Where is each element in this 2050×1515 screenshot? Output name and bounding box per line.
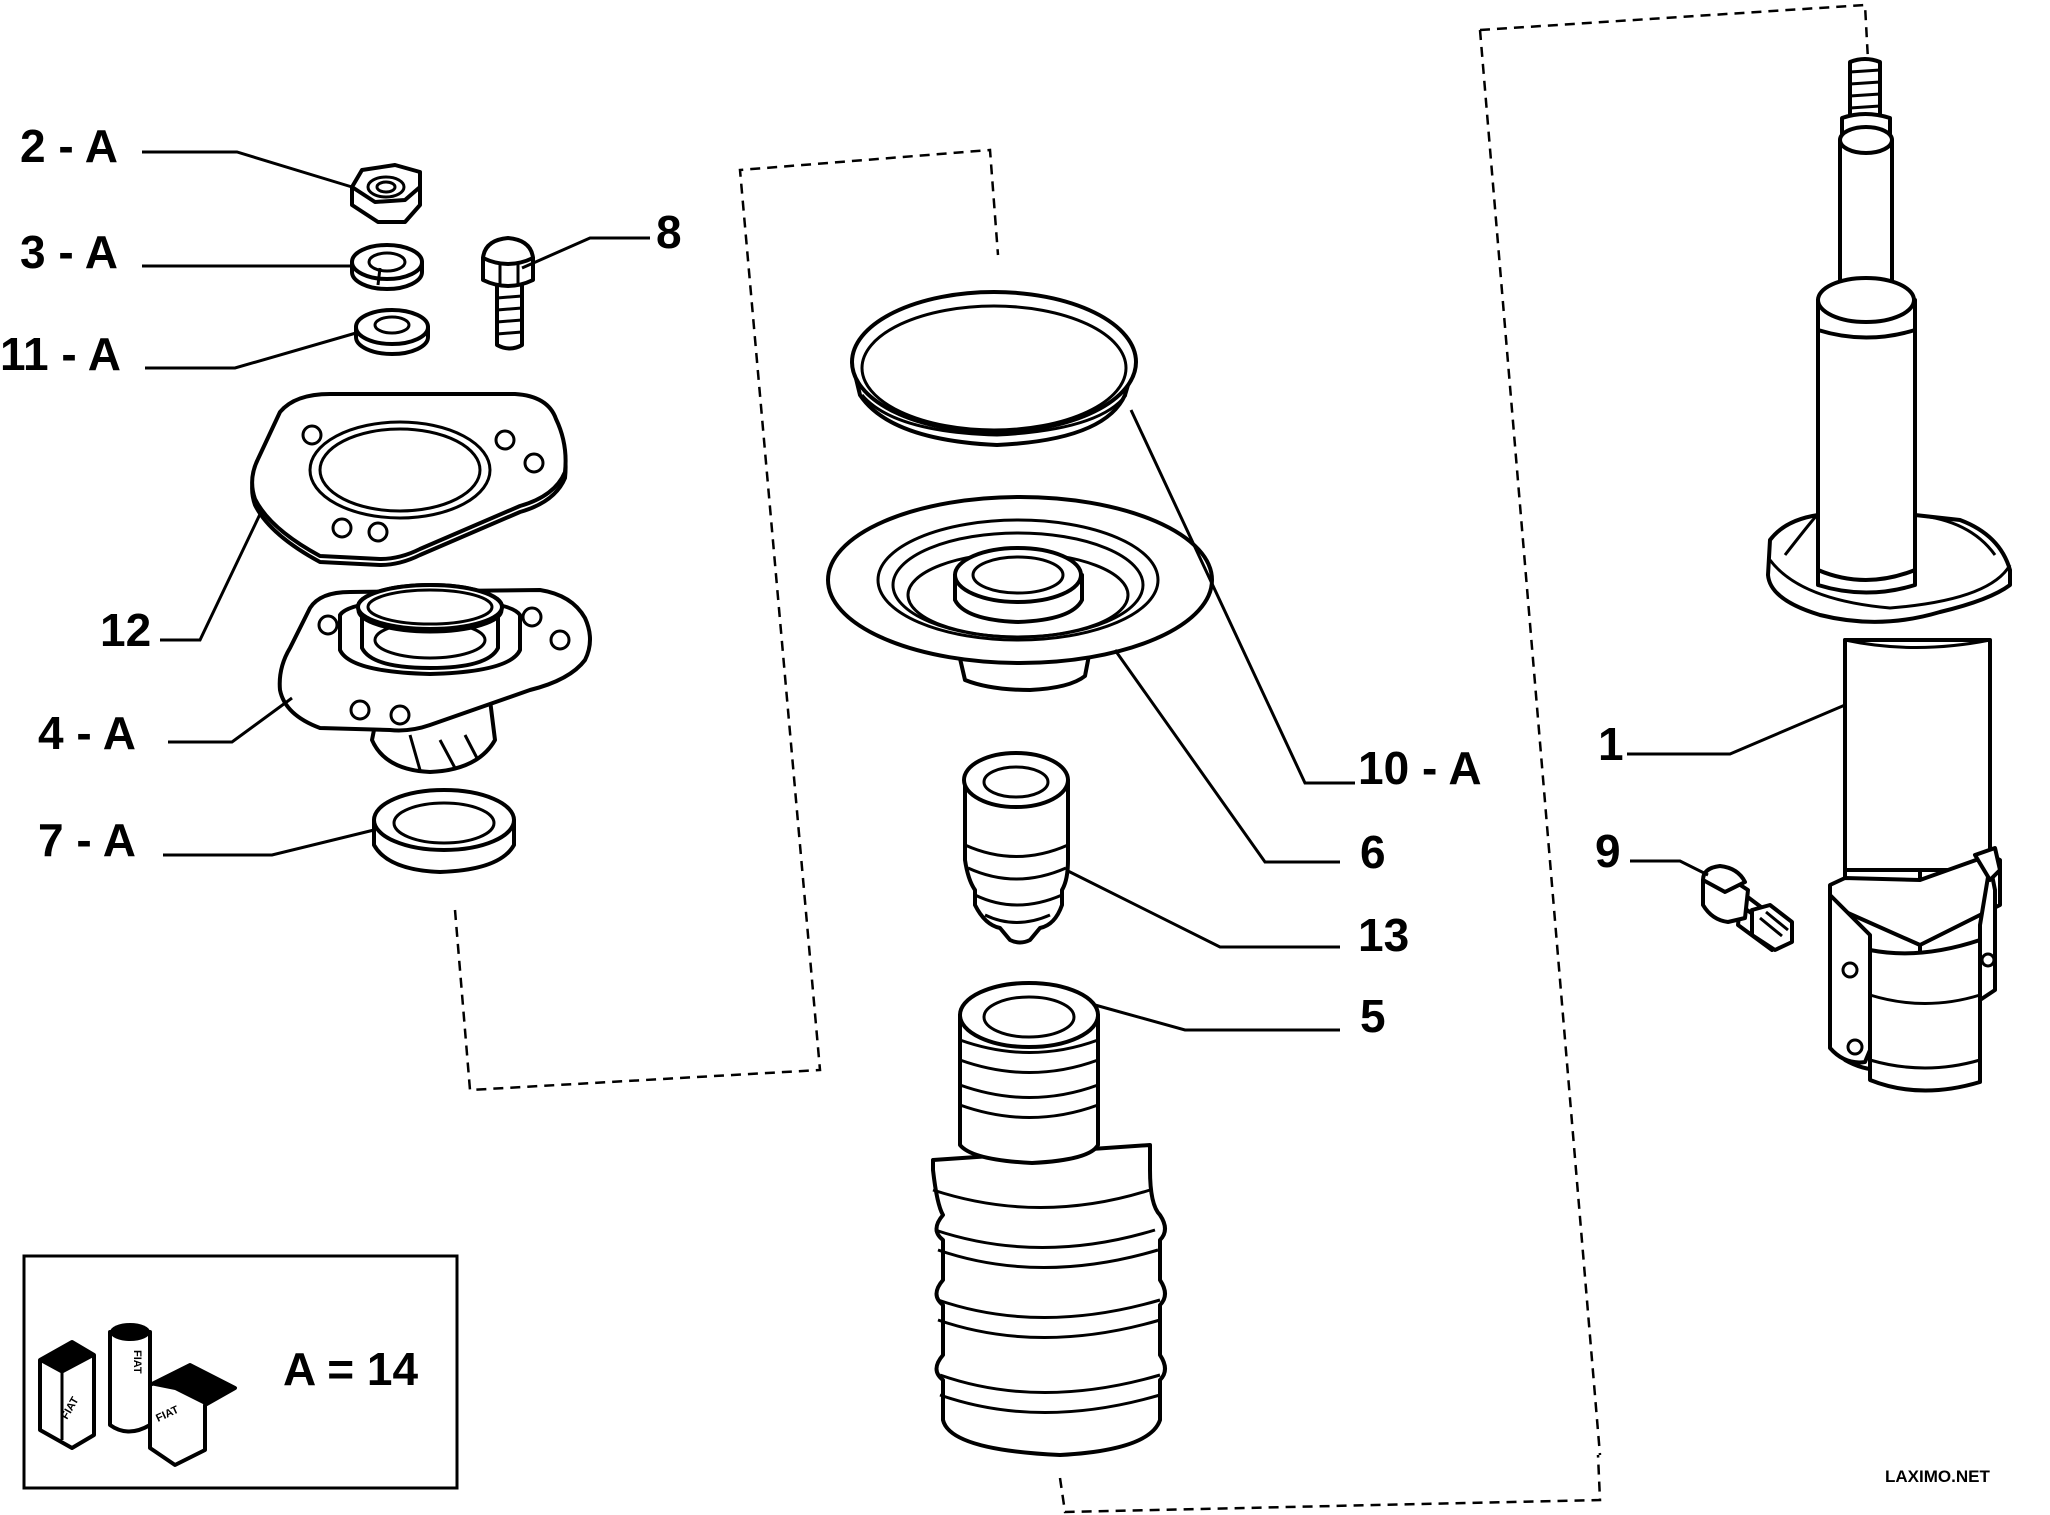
shock-absorber-part-1 <box>1766 57 2012 1093</box>
callout-2-a: 2 - A <box>20 120 118 172</box>
leader-6 <box>1113 649 1340 864</box>
upper-mount-part-4 <box>277 583 592 774</box>
leader-11 <box>145 331 357 370</box>
leader-13 <box>1065 868 1340 949</box>
callout-5: 5 <box>1360 990 1386 1042</box>
bump-stop-part-13 <box>962 751 1070 945</box>
callout-9: 9 <box>1595 825 1621 877</box>
callout-8: 8 <box>656 206 682 258</box>
bolt-part-8 <box>481 236 535 351</box>
leader-5 <box>1094 1003 1340 1032</box>
callout-11-a: 11 - A <box>0 328 121 380</box>
callout-12: 12 <box>100 604 151 656</box>
callout-labels: 2 - A 3 - A 11 - A 8 12 4 - A 7 - A 10 -… <box>0 120 1624 1042</box>
legend-box: FIAT FIAT FIAT A = 14 <box>22 1254 459 1490</box>
callout-1: 1 <box>1598 718 1624 770</box>
logo-text-vertical: FIAT <box>131 1350 143 1374</box>
callout-4-a: 4 - A <box>38 707 136 759</box>
leader-1 <box>1627 703 1846 756</box>
leader-4 <box>168 696 293 744</box>
legend-equation: A = 14 <box>283 1343 419 1395</box>
leader-12 <box>160 509 264 642</box>
nut-part-2 <box>350 163 422 224</box>
bearing-ring-part-7 <box>372 788 516 874</box>
group-outline-right <box>1058 3 1870 1514</box>
leader-10 <box>1129 409 1355 785</box>
leader-8 <box>521 236 650 270</box>
leader-2 <box>142 150 353 189</box>
leader-9 <box>1630 859 1709 877</box>
bolt-part-9 <box>1701 864 1794 952</box>
dust-boot-part-5 <box>931 981 1167 1457</box>
spring-seat-part-6 <box>826 495 1214 692</box>
watermark-text: LAXIMO.NET <box>1885 1467 1990 1486</box>
ring-part-10 <box>850 290 1138 447</box>
callout-13: 13 <box>1358 909 1409 961</box>
leader-7 <box>163 828 375 857</box>
group-outline-left <box>453 148 1000 1092</box>
callout-3-a: 3 - A <box>20 226 118 278</box>
fiat-grease-logo-icon: FIAT FIAT FIAT <box>38 1323 237 1467</box>
washer-part-11 <box>354 308 430 356</box>
gasket-plate-part-12 <box>250 392 568 567</box>
callout-10-a: 10 - A <box>1358 742 1482 794</box>
leader-lines <box>142 150 1846 1032</box>
callout-6: 6 <box>1360 826 1386 878</box>
callout-7-a: 7 - A <box>38 814 136 866</box>
washer-part-3 <box>350 243 424 291</box>
